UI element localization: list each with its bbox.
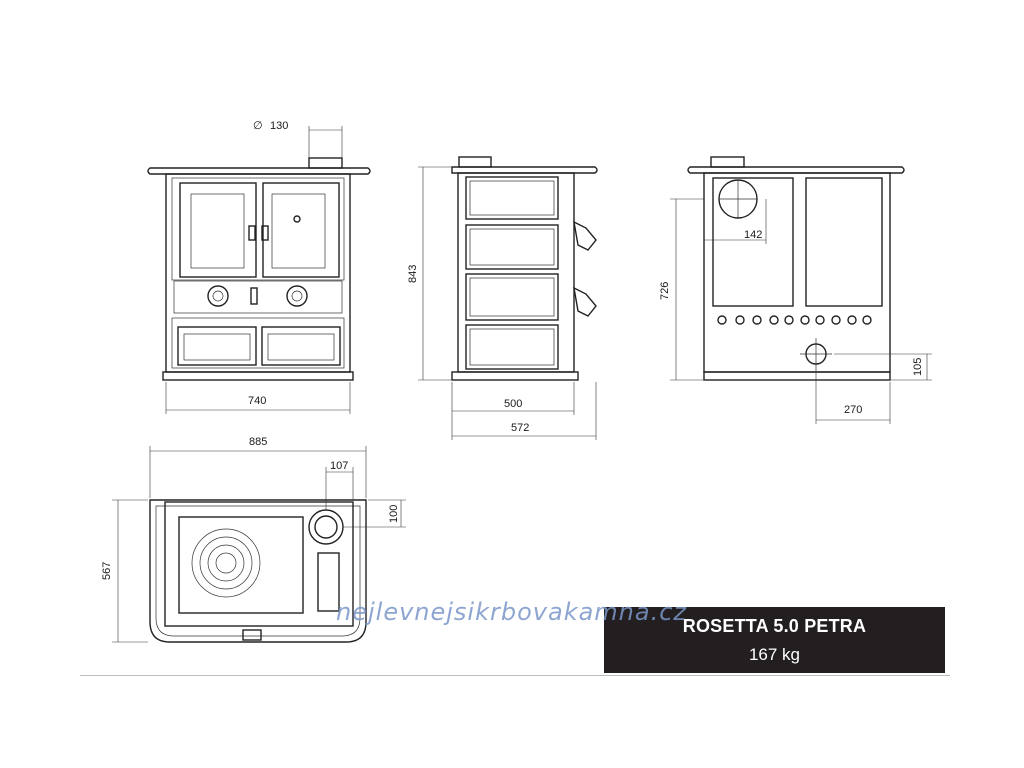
top-depth-label: 567 xyxy=(101,562,113,580)
flue-diameter-label: 130 xyxy=(270,120,288,132)
product-weight: 167 kg xyxy=(748,645,801,664)
rear-vents xyxy=(717,315,872,325)
flue-diameter-symbol: ∅ xyxy=(253,120,263,132)
rear-flue-offset-label: 142 xyxy=(744,229,762,241)
front-view xyxy=(147,126,371,414)
side-depth-inner-label: 500 xyxy=(504,398,522,410)
rear-view xyxy=(670,156,932,424)
base-rule xyxy=(80,675,950,676)
side-depth-outer-label: 572 xyxy=(511,422,529,434)
rear-height-label: 726 xyxy=(659,282,671,300)
height-label: 843 xyxy=(407,265,419,283)
top-width-label: 885 xyxy=(249,436,267,448)
side-view xyxy=(418,156,598,440)
top-view xyxy=(112,446,406,643)
watermark: nejlevnejsikrbovakamna.cz xyxy=(336,598,688,626)
top-flue-depth-label: 100 xyxy=(388,505,400,523)
top-flue-offset-label: 107 xyxy=(330,460,348,472)
product-title-box: ROSETTA 5.0 PETRA 167 kg xyxy=(604,607,945,673)
front-width-label: 740 xyxy=(248,395,266,407)
product-name: ROSETTA 5.0 PETRA xyxy=(682,616,867,636)
rear-outlet-offset-label: 270 xyxy=(844,404,862,416)
rear-outlet-height-label: 105 xyxy=(912,358,924,376)
